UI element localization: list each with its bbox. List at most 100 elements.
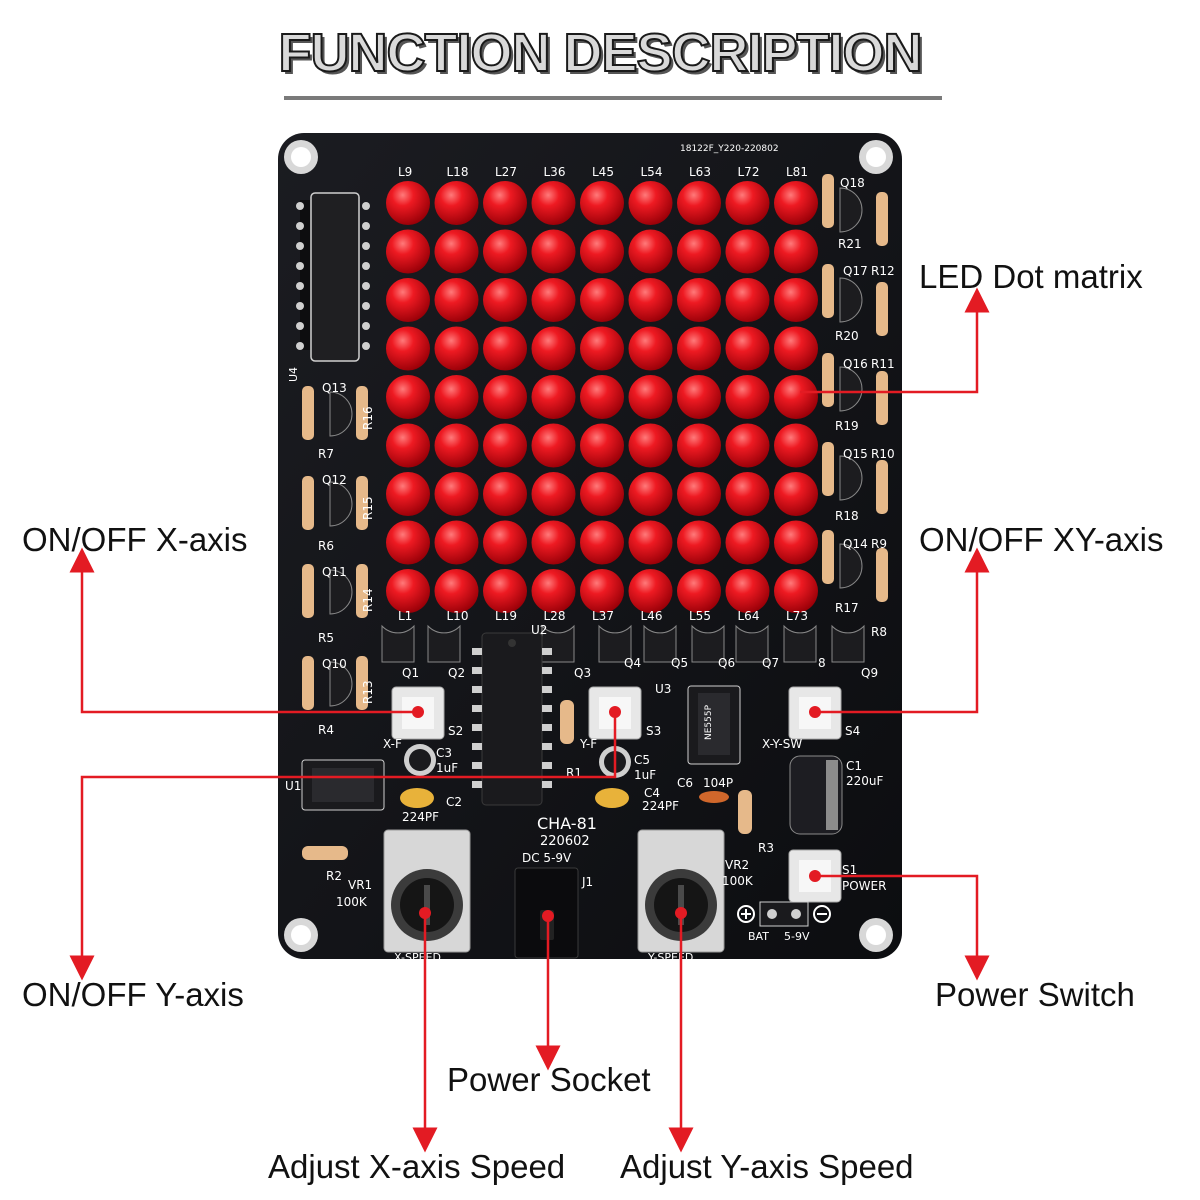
right-resistor <box>876 282 888 336</box>
title-underline <box>284 96 942 100</box>
led-r3-c3 <box>483 278 527 322</box>
led-r4-c3 <box>483 326 527 371</box>
led-r9-c3 <box>483 569 527 613</box>
label-x-f: X-F <box>383 737 402 751</box>
led-r5-c3 <box>483 375 527 419</box>
left-part-label: R7 <box>318 447 334 461</box>
callout-dots <box>412 706 821 922</box>
led-r4-c9 <box>774 326 818 371</box>
led-bottom-label: L10 <box>447 609 469 623</box>
callout-power-switch-line <box>815 874 990 981</box>
left-resistor <box>302 564 314 618</box>
label-u4: U4 <box>287 367 300 382</box>
callout-adjust-y-speed: Adjust Y-axis Speed <box>620 1148 914 1185</box>
label-u2: U2 <box>531 623 547 637</box>
ic-u4-pin <box>296 342 304 350</box>
led-bottom-label: L55 <box>689 609 711 623</box>
label-r2: R2 <box>326 869 342 883</box>
potentiometer-vr1 <box>383 829 471 953</box>
led-r7-c5 <box>580 472 624 516</box>
row-transistor-label: Q6 <box>718 656 735 670</box>
right-part-label: R21 <box>838 237 862 251</box>
row-transistor-label: Q3 <box>574 666 591 680</box>
label-c5: C5 <box>634 753 650 767</box>
led-top-label: L54 <box>641 165 663 179</box>
right-part-label: R8 <box>871 625 887 639</box>
led-r7-c7 <box>677 472 721 516</box>
ic-u2-pin <box>542 648 552 655</box>
led-top-label: L45 <box>592 165 614 179</box>
led-r2-c9 <box>774 229 818 274</box>
ic-u2-pin <box>472 781 482 788</box>
led-r3-c9 <box>774 278 818 322</box>
left-part-label: R16 <box>361 406 375 430</box>
left-resistor <box>302 476 314 530</box>
led-r2-c4 <box>531 229 576 274</box>
label-u3: U3 <box>655 682 671 696</box>
led-r6-c4 <box>531 423 576 468</box>
led-r6-c6 <box>628 423 673 468</box>
ic-u4-pin <box>362 322 370 330</box>
led-top-label: L36 <box>544 165 566 179</box>
led-bottom-label: L1 <box>398 609 412 623</box>
ic-u4-pin <box>362 262 370 270</box>
ic-u4-pin <box>362 282 370 290</box>
led-r4-c4 <box>531 326 576 371</box>
led-bottom-label: L64 <box>738 609 760 623</box>
label-vr2: VR2 <box>725 858 749 872</box>
led-r1-c7 <box>677 181 721 225</box>
right-resistor <box>822 264 834 318</box>
ic-u2-pin <box>542 686 552 693</box>
led-dot-matrix <box>386 181 818 613</box>
row-transistor-label: Q4 <box>624 656 641 670</box>
led-r1-c2 <box>434 181 479 225</box>
ic-u4-pin <box>362 202 370 210</box>
left-part-label: R4 <box>318 723 334 737</box>
led-r6-c9 <box>774 423 818 468</box>
left-resistor <box>356 656 368 710</box>
label-x-y-sw: X-Y-SW <box>762 737 802 751</box>
label-c4: C4 <box>644 786 660 800</box>
label-y-speed: Y-SPEED <box>647 951 693 964</box>
callout-power-switch: Power Switch <box>935 976 1135 1013</box>
led-r5-c5 <box>580 375 624 419</box>
label-c2: C2 <box>446 795 462 809</box>
callout-adjust-x-speed: Adjust X-axis Speed <box>268 1148 566 1185</box>
right-resistor <box>822 442 834 496</box>
callout-onoff-x-axis: ON/OFF X-axis <box>22 521 248 558</box>
led-r7-c9 <box>774 472 818 516</box>
label-c4-value: 224PF <box>642 799 679 813</box>
right-transistor <box>839 187 863 233</box>
row-transistor-label: 8 <box>818 656 826 670</box>
label-dc: DC 5-9V <box>522 851 572 865</box>
row-transistor <box>381 624 415 663</box>
left-part-label: R15 <box>361 496 375 520</box>
callout-onoff-y-axis: ON/OFF Y-axis <box>22 976 244 1013</box>
right-part-label: R9 <box>871 537 887 551</box>
right-resistor <box>876 371 888 425</box>
ic-u2 <box>481 632 543 806</box>
led-r1-c3 <box>483 181 527 225</box>
callout-led-dot-matrix: LED Dot matrix <box>919 258 1143 295</box>
led-r8-c7 <box>677 520 721 565</box>
led-r7-c3 <box>483 472 527 516</box>
right-part-label: R17 <box>835 601 859 615</box>
left-part-label: Q13 <box>322 381 347 395</box>
led-r4-c6 <box>628 326 673 371</box>
led-r2-c8 <box>725 229 770 274</box>
ic-u4-pin <box>296 322 304 330</box>
led-r2-c1 <box>386 229 430 274</box>
led-top-label: L81 <box>786 165 808 179</box>
label-u1: U1 <box>285 779 301 793</box>
left-part-label: R6 <box>318 539 334 553</box>
label-c6-value: 104P <box>703 776 733 790</box>
led-r4-c5 <box>580 326 624 371</box>
led-bottom-label: L46 <box>641 609 663 623</box>
led-r1-c5 <box>580 181 624 225</box>
led-r8-c4 <box>531 520 576 565</box>
label-y-f: Y-F <box>579 737 597 751</box>
capacitor-c4 <box>595 788 629 808</box>
